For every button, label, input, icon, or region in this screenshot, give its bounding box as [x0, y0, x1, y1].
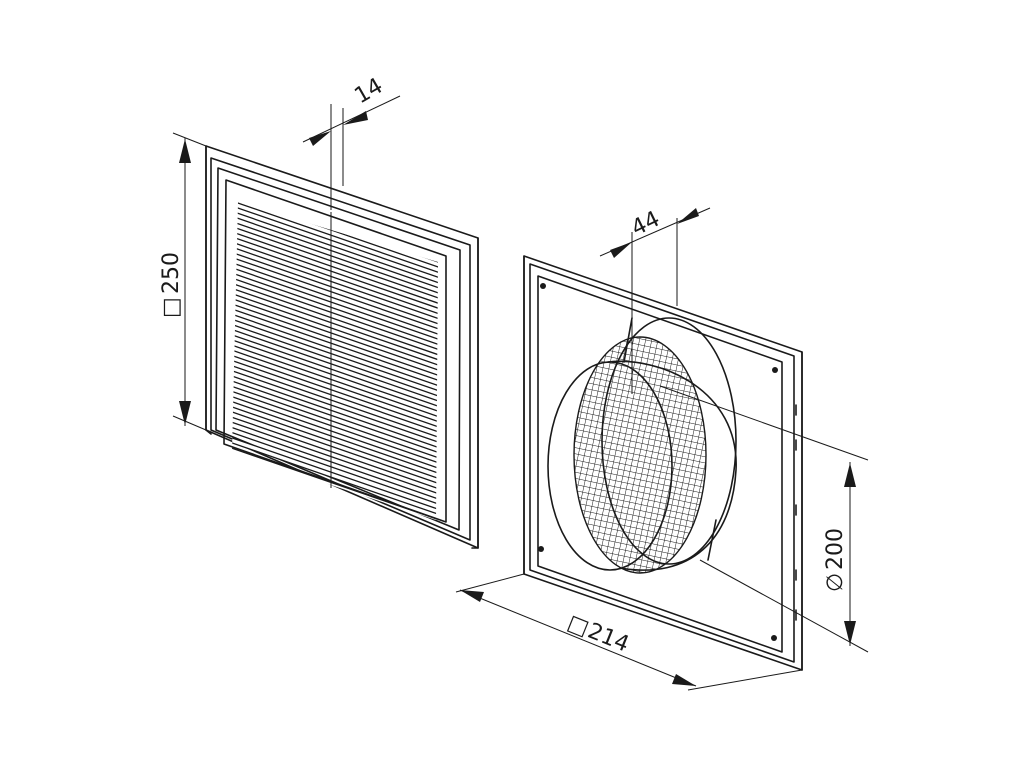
arrow-head	[677, 208, 699, 224]
louvre-slat	[232, 209, 438, 291]
dimension-label-200: 200	[823, 528, 848, 570]
dimension-spigot-diameter: ∅ 200	[659, 385, 869, 653]
louvre-slat	[232, 322, 438, 404]
louvre-slat	[232, 405, 438, 487]
louvre-slat	[232, 364, 438, 446]
grille-frame-step-1	[210, 157, 471, 541]
louvre-slat	[232, 353, 438, 435]
louvre-slat	[232, 240, 438, 322]
louvre-slat	[232, 343, 438, 425]
grille-frame-step-2	[215, 167, 461, 531]
louvre-slat	[232, 333, 438, 415]
louvre-slat	[232, 261, 438, 343]
screw-icon	[538, 546, 544, 552]
arrow-head	[179, 401, 191, 425]
arrow-head	[610, 242, 632, 258]
louvre-slat	[232, 425, 438, 507]
spigot-outer-edge	[607, 360, 737, 571]
louvre-slat	[232, 374, 438, 456]
louvre-slat	[232, 415, 438, 497]
louvre-slats	[232, 202, 438, 520]
arrow-head	[672, 674, 696, 686]
louvre-slat	[232, 230, 438, 312]
dimension-plate-width: □ 214	[455, 573, 803, 691]
arrow-head	[179, 139, 191, 163]
louvre-slat	[232, 395, 438, 476]
dimension-label-214: 214	[584, 619, 632, 658]
arrow-head	[460, 590, 484, 602]
arrow-head	[343, 111, 368, 125]
arrow-head	[844, 621, 856, 645]
dimension-label-44: 44	[628, 207, 664, 242]
louvre-grille	[205, 145, 479, 549]
grille-inner-frame	[223, 179, 447, 523]
spigot-mesh	[573, 336, 707, 574]
screw-icon	[772, 367, 778, 373]
louvre-slat	[232, 302, 438, 384]
arrow-head	[309, 131, 331, 146]
spigot-plate	[523, 255, 803, 671]
plate-frame-step	[529, 263, 795, 663]
louvre-slat	[232, 312, 438, 394]
dimension-label-250: 250	[159, 252, 184, 294]
louvre-slat	[232, 436, 438, 518]
square-symbol: □	[159, 297, 184, 318]
louvre-slat	[232, 384, 438, 466]
screw-icon	[540, 283, 546, 289]
louvre-slat	[232, 281, 438, 363]
arrow-head	[844, 463, 856, 487]
dimension-label-14: 14	[351, 74, 388, 110]
dimension-grille-height: □ 250	[159, 132, 207, 431]
dimension-louver-gap: 14	[302, 74, 401, 210]
louvre-slat	[232, 292, 438, 373]
diameter-symbol: ∅	[823, 573, 848, 592]
louvre-slat	[232, 271, 438, 353]
screw-icon	[771, 635, 777, 641]
louvre-slat	[232, 250, 438, 332]
louvre-slat	[232, 202, 438, 281]
louvre-slat	[232, 219, 438, 301]
